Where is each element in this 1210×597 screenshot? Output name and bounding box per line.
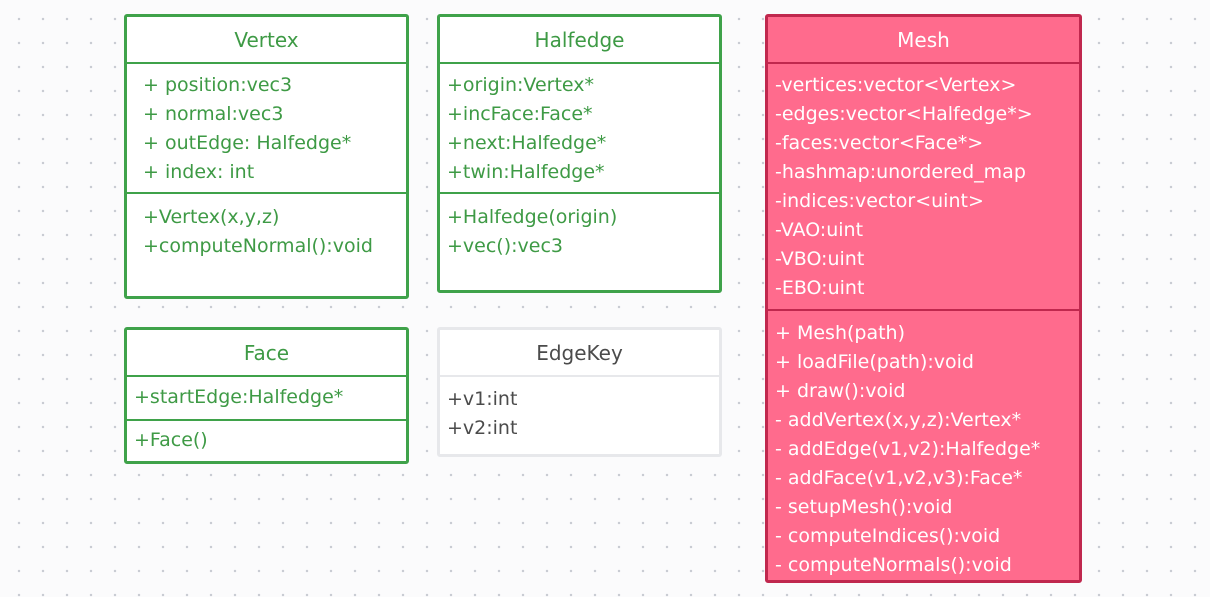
attribute: +origin:Vertex* <box>447 74 594 96</box>
attribute: +startEdge:Halfedge* <box>134 386 344 408</box>
class-edgekey-attributes: +v1:int +v2:int <box>440 377 719 443</box>
class-face[interactable]: Face +startEdge:Halfedge* +Face() <box>124 327 409 464</box>
class-face-attributes: +startEdge:Halfedge* <box>127 377 406 421</box>
operation: - computeIndices():void <box>775 525 1001 547</box>
operation: +computeNormal():void <box>143 235 373 257</box>
operation: - computeNormals():void <box>775 554 1012 576</box>
class-face-operations: +Face() <box>127 421 406 455</box>
class-vertex-name: Vertex <box>127 17 406 64</box>
attribute: + outEdge: Halfedge* <box>143 132 352 154</box>
class-mesh-attributes: -vertices:vector<Vertex> -edges:vector<H… <box>768 64 1079 311</box>
attribute: +next:Halfedge* <box>447 132 607 154</box>
attribute: -indices:vector<uint> <box>775 190 984 212</box>
class-edgekey-name: EdgeKey <box>440 330 719 377</box>
operation: +Halfedge(origin) <box>447 206 618 228</box>
operation: +Face() <box>134 429 208 451</box>
operation: +vec():vec3 <box>447 235 563 257</box>
class-face-name: Face <box>127 330 406 377</box>
attribute: -VAO:uint <box>775 219 864 241</box>
class-vertex-attributes: + position:vec3 + normal:vec3 + outEdge:… <box>127 64 406 194</box>
operation: + Mesh(path) <box>775 322 906 344</box>
attribute: +v2:int <box>447 417 518 439</box>
class-mesh[interactable]: Mesh -vertices:vector<Vertex> -edges:vec… <box>765 14 1082 583</box>
attribute: + normal:vec3 <box>143 103 284 125</box>
class-vertex[interactable]: Vertex + position:vec3 + normal:vec3 + o… <box>124 14 409 299</box>
attribute: + index: int <box>143 161 255 183</box>
attribute: +v1:int <box>447 388 518 410</box>
attribute: -faces:vector<Face*> <box>775 132 984 154</box>
class-mesh-operations: + Mesh(path) + loadFile(path):void + dra… <box>768 311 1079 580</box>
attribute: +incFace:Face* <box>447 103 593 125</box>
class-vertex-operations: +Vertex(x,y,z) +computeNormal():void <box>127 194 406 261</box>
attribute: -hashmap:unordered_map <box>775 161 1026 183</box>
operation: - setupMesh():void <box>775 496 953 518</box>
attribute: -vertices:vector<Vertex> <box>775 74 1017 96</box>
class-halfedge-operations: +Halfedge(origin) +vec():vec3 <box>440 194 719 261</box>
operation: + loadFile(path):void <box>775 351 974 373</box>
operation: + draw():void <box>775 380 906 402</box>
operation: - addVertex(x,y,z):Vertex* <box>775 409 1022 431</box>
class-halfedge-name: Halfedge <box>440 17 719 64</box>
operation: +Vertex(x,y,z) <box>143 206 280 228</box>
operation: - addEdge(v1,v2):Halfedge* <box>775 438 1041 460</box>
attribute: -VBO:uint <box>775 248 865 270</box>
class-edgekey[interactable]: EdgeKey +v1:int +v2:int <box>437 327 722 457</box>
operation: - addFace(v1,v2,v3):Face* <box>775 467 1023 489</box>
class-mesh-name: Mesh <box>768 17 1079 64</box>
attribute: + position:vec3 <box>143 74 293 96</box>
class-halfedge[interactable]: Halfedge +origin:Vertex* +incFace:Face* … <box>437 14 722 293</box>
attribute: -EBO:uint <box>775 277 865 299</box>
attribute: -edges:vector<Halfedge*> <box>775 103 1033 125</box>
attribute: +twin:Halfedge* <box>447 161 605 183</box>
class-halfedge-attributes: +origin:Vertex* +incFace:Face* +next:Hal… <box>440 64 719 194</box>
